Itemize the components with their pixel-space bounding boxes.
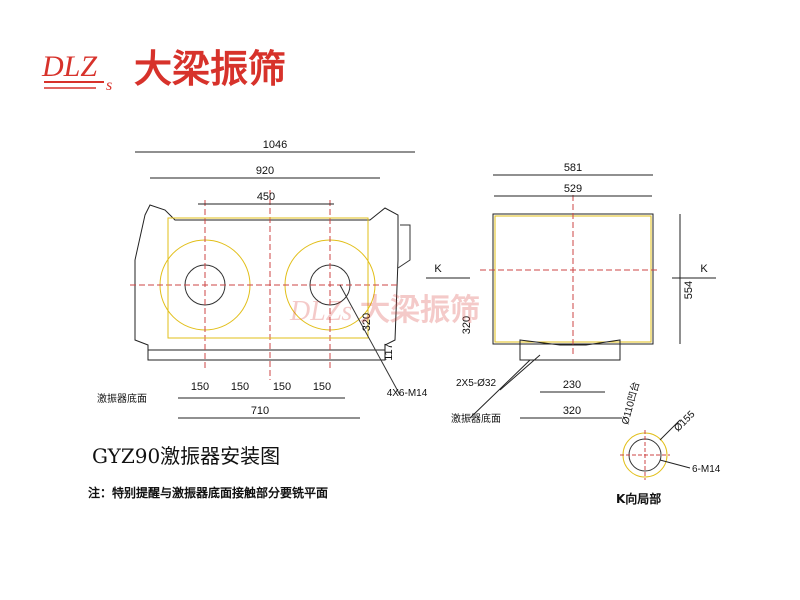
label-bottom-side: 激振器底面 xyxy=(451,412,501,425)
label-k-pcd: Ø155 xyxy=(672,409,697,434)
dim-pitch-1: 150 xyxy=(191,381,209,393)
brand-logo: DLZ s 大梁振筛 xyxy=(41,47,286,94)
drawing-note: 注：特别提醒与激振器底面接触部分要铣平面 xyxy=(88,486,329,500)
dim-base-length: 710 xyxy=(251,405,269,417)
dim-side-inner: 529 xyxy=(564,183,582,195)
dim-side-height: 554 xyxy=(683,281,695,299)
front-view-dims: 1046 920 450 320 117 150 150 150 150 710… xyxy=(97,139,428,417)
watermark: DLZs 大梁振筛 xyxy=(289,293,480,328)
dim-pitch-4: 150 xyxy=(313,381,331,393)
dim-shaft: 450 xyxy=(257,191,275,203)
dim-side-overall: 581 xyxy=(564,162,582,174)
dim-pitch-2: 150 xyxy=(231,381,249,393)
side-view-dims: 581 529 554 320 230 320 2X5-Ø32 激振器底面 K … xyxy=(434,162,708,425)
label-holes: 2X5-Ø32 xyxy=(456,378,496,389)
side-view xyxy=(426,174,716,419)
label-k-outer: Ø110凹台 xyxy=(618,380,642,426)
svg-text:DLZs: DLZs xyxy=(289,296,352,327)
label-k-bolts: 6-M14 xyxy=(692,464,721,475)
dim-height-base: 320 xyxy=(361,313,373,331)
dim-foot-height: 117 xyxy=(383,343,395,361)
brand-name: 大梁振筛 xyxy=(134,47,286,91)
logo-mark-s: s xyxy=(106,77,112,94)
k-view xyxy=(620,419,691,480)
logo-mark-text: DLZ xyxy=(41,50,97,83)
label-bolts: 4X6-M14 xyxy=(387,388,428,399)
drawing-title: GYZ90激振器安装图 xyxy=(92,444,281,468)
k-view-caption: K向局部 xyxy=(616,492,662,506)
label-bottom-front: 激振器底面 xyxy=(97,392,147,405)
dim-side-base-height: 320 xyxy=(461,316,473,334)
dim-base-width: 320 xyxy=(563,405,581,417)
dim-span: 920 xyxy=(256,165,274,177)
k-view-labels: Ø110凹台 Ø155 6-M14 xyxy=(618,380,720,475)
watermark-brand: 大梁振筛 xyxy=(360,293,480,328)
dim-pitch-3: 150 xyxy=(273,381,291,393)
dim-bolt-span: 230 xyxy=(563,379,581,391)
label-k-left: K xyxy=(434,263,442,275)
label-k-right: K xyxy=(700,263,708,275)
dim-overall: 1046 xyxy=(263,139,287,151)
front-view xyxy=(130,151,415,419)
